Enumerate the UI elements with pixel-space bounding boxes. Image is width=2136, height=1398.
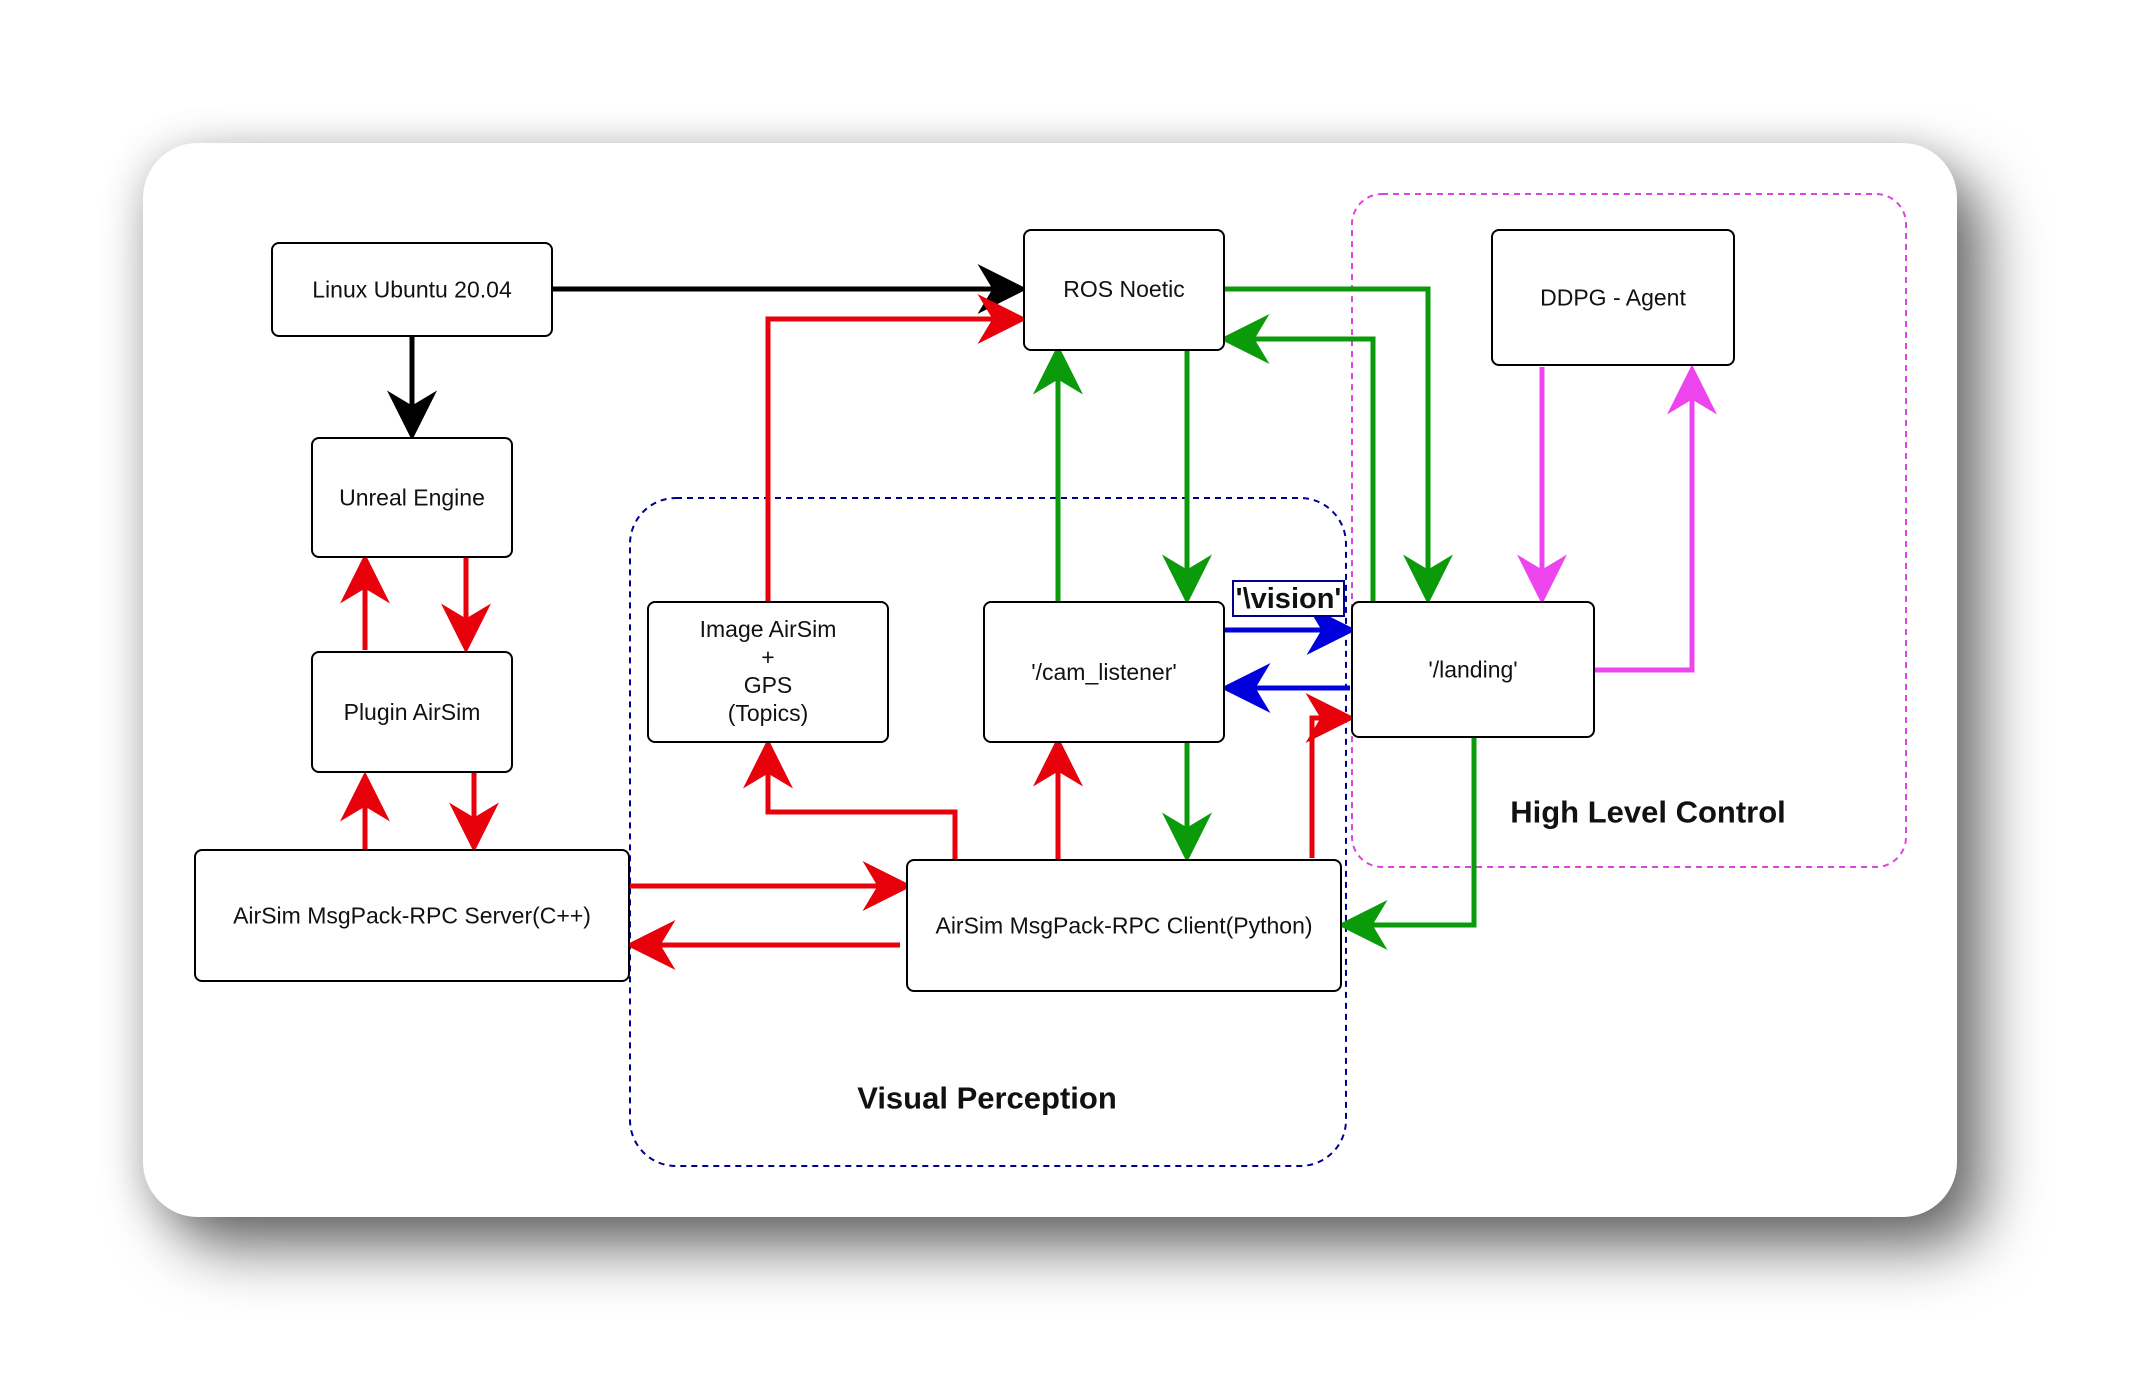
node-cam-listener: '/cam_listener' <box>983 601 1225 743</box>
node-image-airsim-gps: Image AirSim + GPS (Topics) <box>647 601 889 743</box>
node-label: '/landing' <box>1428 657 1517 683</box>
node-label: ROS Noetic <box>1063 276 1184 302</box>
node-ros-noetic: ROS Noetic <box>1023 229 1225 351</box>
node-label: Unreal Engine <box>339 485 485 511</box>
node-airsim-rpc-server: AirSim MsgPack-RPC Server(C++) <box>194 849 630 982</box>
node-landing: '/landing' <box>1351 601 1595 738</box>
node-ddpg-agent: DDPG - Agent <box>1491 229 1735 366</box>
node-label: '/cam_listener' <box>1031 659 1177 685</box>
node-label: Plugin AirSim <box>344 699 481 725</box>
node-label: AirSim MsgPack-RPC Client(Python) <box>935 913 1312 939</box>
node-label: AirSim MsgPack-RPC Server(C++) <box>233 903 591 929</box>
vision-label-text: '\vision' <box>1236 583 1342 615</box>
node-label: Linux Ubuntu 20.04 <box>312 277 512 303</box>
node-label: DDPG - Agent <box>1540 285 1686 311</box>
group-label-visual-perception: Visual Perception <box>857 1081 1117 1116</box>
node-label-line: (Topics) <box>728 700 809 726</box>
node-label-line: Image AirSim <box>700 616 837 642</box>
node-unreal-engine: Unreal Engine <box>311 437 513 558</box>
edge-landing-to-client <box>1337 738 1477 950</box>
edge-image-to-ros <box>765 294 1028 602</box>
edge-landing-to-ros <box>1219 314 1376 602</box>
edge-ros-to-landing <box>1225 286 1453 605</box>
group-high-level-control <box>1351 193 1907 868</box>
edge-client-to-image <box>743 738 958 859</box>
edge-label-vision: '\vision' <box>1232 580 1345 617</box>
edge-landing-to-ddpg <box>1594 364 1717 673</box>
node-linux-ubuntu: Linux Ubuntu 20.04 <box>271 242 553 337</box>
group-visual-perception <box>629 497 1347 1167</box>
node-label-line: GPS <box>744 672 793 698</box>
group-label-high-level-control: High Level Control <box>1510 795 1786 830</box>
node-airsim-rpc-client: AirSim MsgPack-RPC Client(Python) <box>906 859 1342 992</box>
node-plugin-airsim: Plugin AirSim <box>311 651 513 773</box>
edge-client-to-landing <box>1305 693 1356 858</box>
node-label-line: + <box>761 644 774 670</box>
